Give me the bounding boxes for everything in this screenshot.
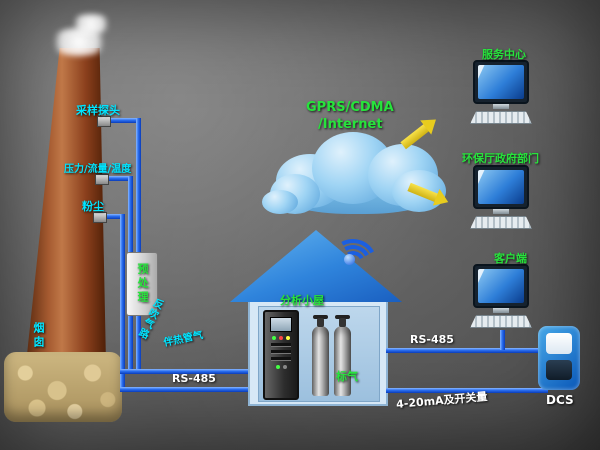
- sensor-label-probe: 采样探头: [76, 104, 120, 117]
- dcs-panel-bottom: [546, 360, 572, 380]
- computer-label-client: 客户端: [494, 252, 527, 265]
- chimney-base: [4, 352, 122, 422]
- pipe-segment: [101, 176, 133, 181]
- cabinet-screen: [270, 317, 292, 332]
- sensor-connector: [97, 116, 111, 127]
- sensor-label-dust: 粉尘: [82, 200, 104, 213]
- smoke-icon: [70, 14, 112, 34]
- computer-epa-gov: [466, 165, 536, 229]
- monitor-icon: [473, 264, 529, 308]
- keyboard-icon: [470, 111, 532, 124]
- gas-label: 标气: [336, 370, 358, 383]
- pretreatment-label: 预处理: [136, 263, 149, 305]
- keyboard-icon: [470, 216, 532, 229]
- rs485-left-label: RS-485: [172, 372, 216, 385]
- pipe-segment: [120, 369, 252, 374]
- cloud-label-line1: GPRS/CDMA: [306, 100, 394, 115]
- analyzer-cabinet: [263, 310, 299, 400]
- computer-label-service: 服务中心: [482, 48, 526, 61]
- chimney-label: 烟囱: [32, 322, 45, 350]
- pipe-segment: [99, 214, 125, 219]
- pretreatment-box: 预处理: [126, 252, 158, 316]
- gas-cylinder: [334, 315, 351, 396]
- cloud-label-line2: /Internet: [318, 117, 383, 132]
- dcs-label: DCS: [546, 393, 574, 407]
- gas-cylinder: [312, 315, 329, 396]
- keyboard-icon: [470, 315, 532, 328]
- signal-line: [386, 348, 544, 353]
- pipe-segment: [120, 387, 252, 392]
- sensor-label-pft: 压力/流量/温度: [64, 164, 132, 175]
- internet-cloud: [270, 126, 446, 220]
- computer-service-center: [466, 60, 536, 124]
- cloud-puff: [262, 190, 298, 214]
- pipe-segment: [103, 118, 141, 123]
- pipe-segment: [120, 214, 125, 392]
- dcs-panel-top: [546, 333, 572, 354]
- house-label: 分析小屋: [280, 294, 324, 307]
- computer-label-epa: 环保厅政府部门: [462, 152, 539, 165]
- monitor-icon: [473, 165, 529, 209]
- pipe-segment: [136, 118, 141, 374]
- monitor-icon: [473, 60, 529, 104]
- sensor-connector: [95, 174, 109, 185]
- wifi-antenna-ball: [344, 254, 355, 265]
- heated-line-label: 伴热管气: [162, 329, 205, 349]
- sensor-connector: [93, 212, 107, 223]
- signal-line: [386, 388, 548, 393]
- signal-line: [500, 330, 505, 350]
- computer-client: [466, 264, 536, 328]
- dcs-device: [538, 326, 580, 390]
- rs485-right-label: RS-485: [410, 333, 454, 346]
